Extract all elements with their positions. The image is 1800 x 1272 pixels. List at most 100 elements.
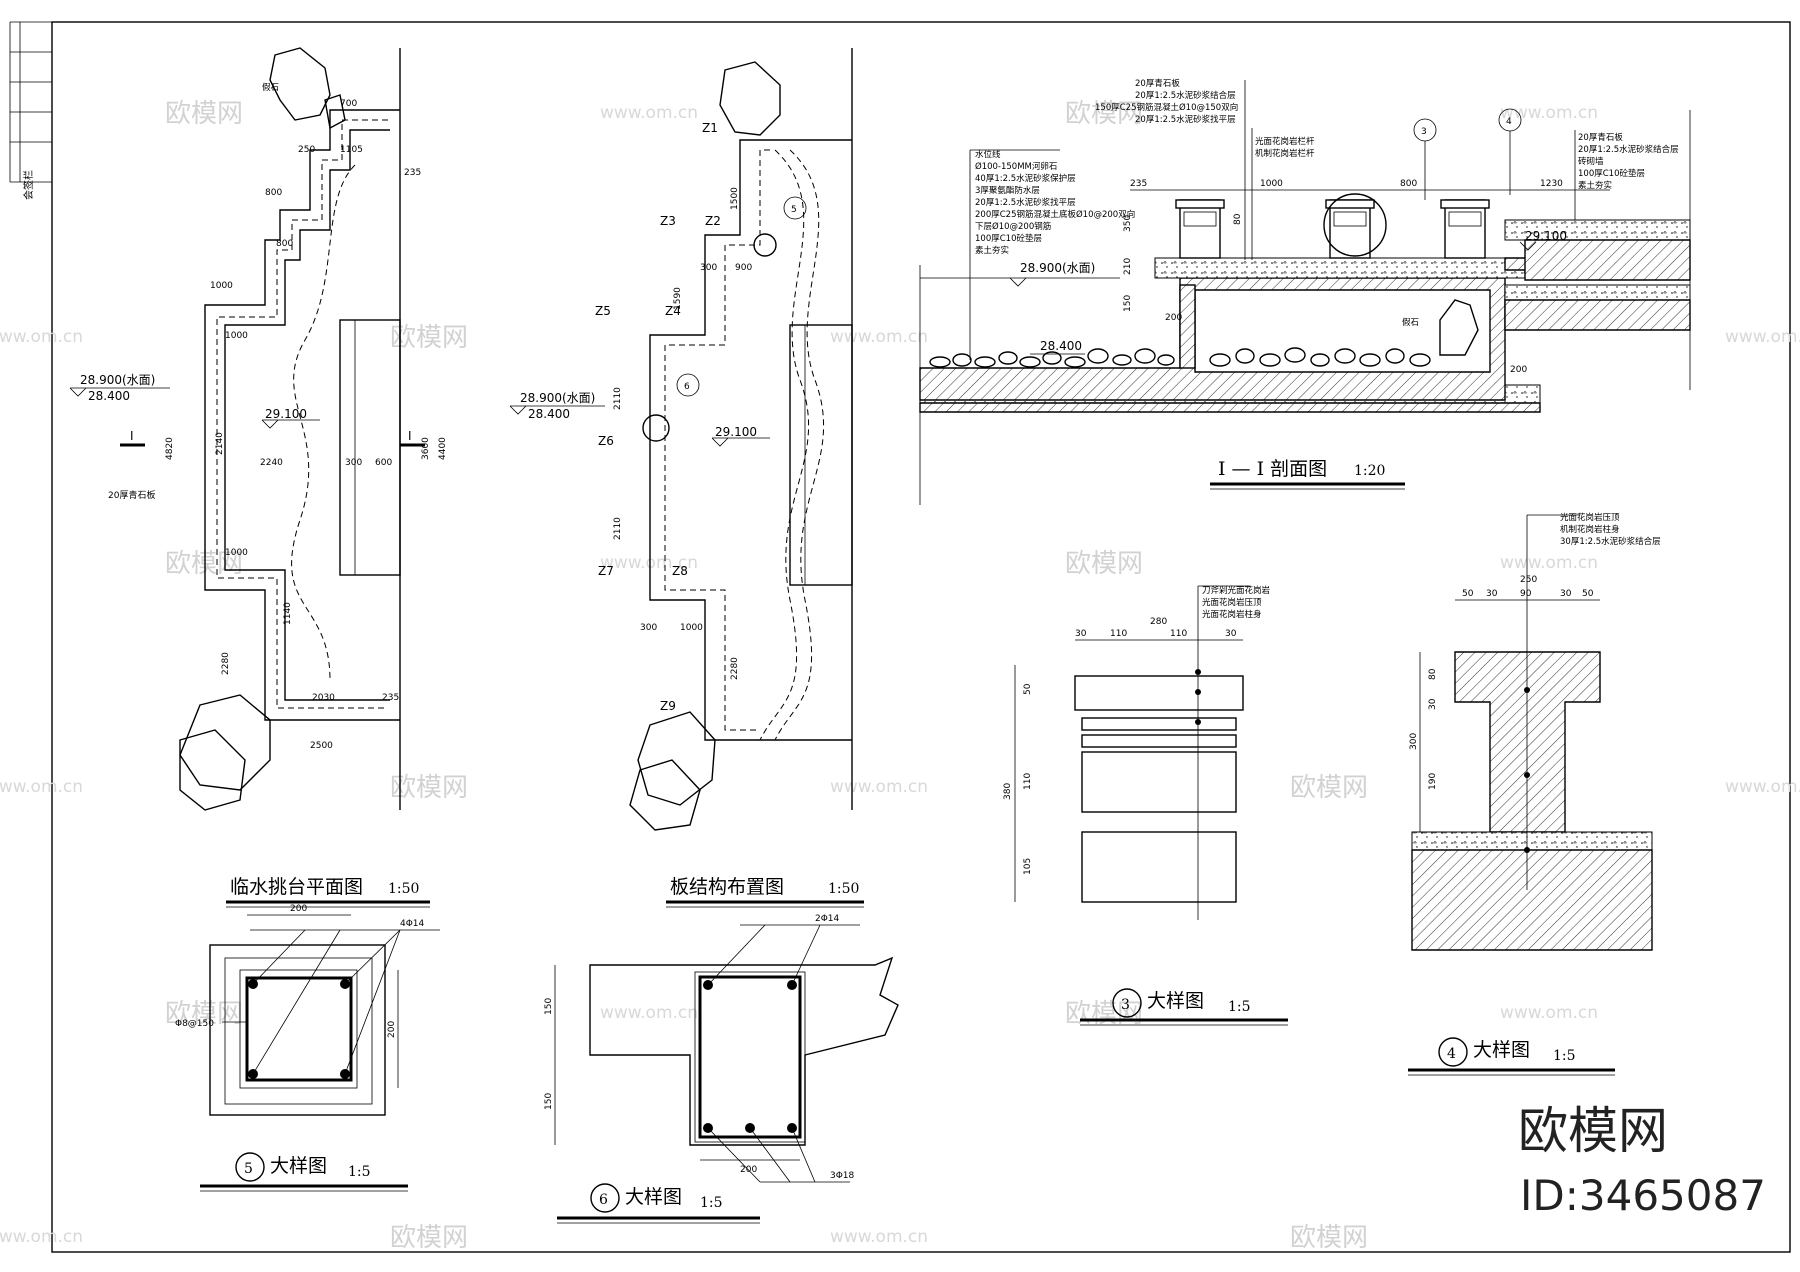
dim: 110: [1170, 629, 1187, 639]
dim: 50: [1462, 589, 1474, 599]
dim: 1140: [283, 602, 293, 625]
callout-5: 5: [791, 205, 797, 215]
section-title: I — I 剖面图: [1218, 458, 1327, 480]
detail4-note: 光面花岗岩压顶: [1560, 512, 1620, 523]
callout-4: 4: [1506, 117, 1512, 127]
water-level-label: 28.900(水面): [80, 373, 155, 387]
column-label: Z1: [702, 121, 718, 135]
dim: 300: [700, 263, 717, 273]
section-view: 3 4 水位线 Ø100-150MM河卵石 40厚1:2.5水泥砂浆保护层 3厚…: [919, 78, 1691, 505]
dim: 300: [640, 623, 657, 633]
watermark-url: www.om.cn: [1725, 777, 1800, 797]
dim: 280: [1150, 617, 1167, 627]
svg-text:20厚青石板: 20厚青石板: [1135, 78, 1180, 89]
svg-text:20厚1:2.5水泥砂浆找平层: 20厚1:2.5水泥砂浆找平层: [975, 197, 1076, 208]
watermark-brand: 欧模网: [390, 773, 468, 803]
detail3-title: 大样图: [1147, 990, 1204, 1012]
svg-text:150厚C25钢筋混凝土Ø10@150双向: 150厚C25钢筋混凝土Ø10@150双向: [1095, 102, 1238, 113]
section-mark-right: I: [408, 429, 412, 443]
dim: 30: [1428, 698, 1438, 710]
dim: 150: [544, 998, 554, 1015]
detail4-title: 大样图: [1473, 1039, 1530, 1061]
brand-name: 欧模网: [1518, 1102, 1668, 1160]
stone-label: 假石: [262, 83, 279, 93]
watermark-brand: 欧模网: [1065, 999, 1143, 1029]
dim: 80: [1233, 213, 1243, 225]
dim: 800: [1400, 179, 1417, 189]
watermark-brand: 欧模网: [1290, 773, 1368, 803]
section-mark-left: I: [130, 429, 134, 443]
dim: 1000: [210, 281, 233, 291]
watermark-url: www.om.cn: [600, 103, 698, 123]
svg-text:200厚C25钢筋混凝土底板Ø10@200双向: 200厚C25钢筋混凝土底板Ø10@200双向: [975, 209, 1135, 220]
svg-text:20厚1:2.5水泥砂浆结合层: 20厚1:2.5水泥砂浆结合层: [1135, 90, 1236, 101]
detail4-num: 4: [1447, 1046, 1456, 1062]
detail3-note: 光面花岗岩柱身: [1202, 609, 1262, 620]
svg-text:3厚聚氨酯防水层: 3厚聚氨酯防水层: [975, 185, 1040, 196]
dim: 2110: [613, 517, 623, 540]
detail-5: 4Φ14 Φ8@150 200 200 5 大样图 1:5: [175, 904, 440, 1192]
watermark-url: www.om.cn: [830, 327, 928, 347]
dim: 1500: [730, 187, 740, 210]
dim: 190: [1428, 773, 1438, 790]
detail6-scale: 1:5: [700, 1195, 723, 1211]
dim: 200: [1510, 365, 1527, 375]
watermark-brand: 欧模网: [390, 1223, 468, 1253]
sheet-frame: 会签栏: [9, 21, 1791, 1253]
pebbles: [929, 347, 1431, 368]
svg-text:100厚C10砼垫层: 100厚C10砼垫层: [1578, 168, 1645, 179]
dim: 2140: [215, 432, 225, 455]
svg-text:水位线: 水位线: [975, 149, 1001, 160]
dim: 235: [1130, 179, 1147, 189]
detail3-scale: 1:5: [1228, 999, 1251, 1015]
detail6-title: 大样图: [625, 1186, 682, 1208]
svg-text:砖砌墙: 砖砌墙: [1578, 156, 1604, 167]
section-scale: 1:20: [1354, 463, 1385, 479]
dim: 1000: [1260, 179, 1283, 189]
watermark-brand: 欧模网: [1290, 1223, 1368, 1253]
column-label: Z3: [660, 214, 676, 228]
watermark-url: www.om.cn: [0, 777, 83, 797]
dim: 700: [340, 99, 357, 109]
dim: 200: [387, 1021, 397, 1038]
dim: 2110: [613, 387, 623, 410]
svg-text:光面花岗岩栏杆: 光面花岗岩栏杆: [1255, 136, 1315, 147]
detail4-note: 30厚1:2.5水泥砂浆结合层: [1560, 536, 1661, 547]
section-right-notes: 20厚青石板 20厚1:2.5水泥砂浆结合层 砖砌墙 100厚C10砼垫层 素土…: [1578, 132, 1679, 191]
watermark-url: www.om.cn: [600, 1003, 698, 1023]
bottom-level-label: 28.400: [88, 389, 130, 403]
dim: 210: [1123, 258, 1133, 275]
watermark-url: www.om.cn: [1500, 553, 1598, 573]
svg-text:机制花岗岩栏杆: 机制花岗岩栏杆: [1255, 148, 1315, 159]
dim: 1590: [673, 287, 683, 310]
deck-level-label: 29.100: [715, 425, 757, 439]
dim: 300: [1409, 733, 1419, 750]
dim: 1230: [1540, 179, 1563, 189]
dim: 1000: [225, 548, 248, 558]
section-top-notes: 20厚青石板 20厚1:2.5水泥砂浆结合层 150厚C25钢筋混凝土Ø10@1…: [1095, 78, 1238, 125]
bottom-level-label: 28.400: [528, 407, 570, 421]
dim: 2280: [730, 657, 740, 680]
dim: 4820: [165, 437, 175, 460]
column-label: Z7: [598, 564, 614, 578]
detail-6: 2Φ14 3Φ18 150 150 200 6 大样图 1:5: [544, 914, 899, 1224]
slab-scale: 1:50: [828, 881, 859, 897]
detail-3: 刀斧剁光面花岗岩 光面花岗岩压顶 光面花岗岩柱身 280 30 110 110 …: [1003, 585, 1288, 1026]
water-level-label: 28.900(水面): [1020, 261, 1095, 275]
column-label: Z9: [660, 699, 676, 713]
watermark-url: www.om.cn: [1500, 1003, 1598, 1023]
svg-text:40厚1:2.5水泥砂浆保护层: 40厚1:2.5水泥砂浆保护层: [975, 173, 1076, 184]
svg-text:100厚C10砼垫层: 100厚C10砼垫层: [975, 233, 1042, 244]
svg-text:20厚1:2.5水泥砂浆结合层: 20厚1:2.5水泥砂浆结合层: [1578, 144, 1679, 155]
stone-label: 假石: [1402, 318, 1419, 328]
dim: 110: [1110, 629, 1127, 639]
water-level-label: 28.900(水面): [520, 391, 595, 405]
dim: 235: [382, 693, 399, 703]
dim: 150: [1123, 295, 1133, 312]
watermark-url: www.om.cn: [1725, 327, 1800, 347]
dim: 2280: [221, 652, 231, 675]
watermark-brand: 欧模网: [165, 999, 243, 1029]
dim: 1000: [225, 331, 248, 341]
column-label: Z8: [672, 564, 688, 578]
